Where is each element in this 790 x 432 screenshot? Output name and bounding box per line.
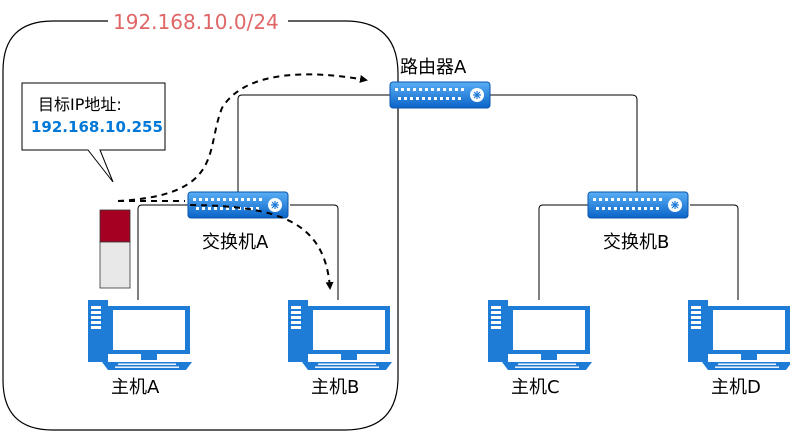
subnet-boundary: [2, 20, 399, 431]
callout-bubble: [21, 82, 166, 183]
switch-b-label: 交换机B: [603, 232, 669, 253]
link-switch-a-host-b: [290, 204, 339, 300]
switch-a-label: 交换机A: [202, 232, 269, 253]
link-router-switch-a: [237, 94, 390, 192]
arrow-to-router: [117, 73, 368, 202]
host-d-label: 主机D: [711, 377, 761, 398]
host-d-icon[interactable]: [688, 300, 790, 370]
host-a-label: 主机A: [111, 377, 160, 398]
host-c-icon[interactable]: [488, 300, 592, 370]
switch-b-icon[interactable]: [587, 191, 689, 219]
router-label: 路由器A: [400, 57, 467, 78]
host-c-label: 主机C: [511, 377, 560, 398]
callout-ip: 192.168.10.255: [31, 118, 163, 136]
links: [137, 94, 739, 300]
link-router-switch-b: [480, 94, 638, 192]
link-switch-b-host-d: [690, 204, 739, 300]
router-icon[interactable]: [389, 81, 491, 109]
host-b-icon[interactable]: [288, 300, 392, 370]
host-b-label: 主机B: [311, 377, 359, 398]
host-a-icon[interactable]: [88, 300, 192, 370]
broadcast-flow: [117, 73, 368, 290]
arrow-to-host-b: [189, 204, 334, 290]
callout-title: 目标IP地址:: [38, 95, 122, 114]
link-switch-b-host-c: [538, 204, 588, 300]
link-switch-a-host-a: [137, 204, 188, 300]
packet-icon: [99, 209, 131, 289]
subnet-label: 192.168.10.0/24: [113, 10, 279, 34]
